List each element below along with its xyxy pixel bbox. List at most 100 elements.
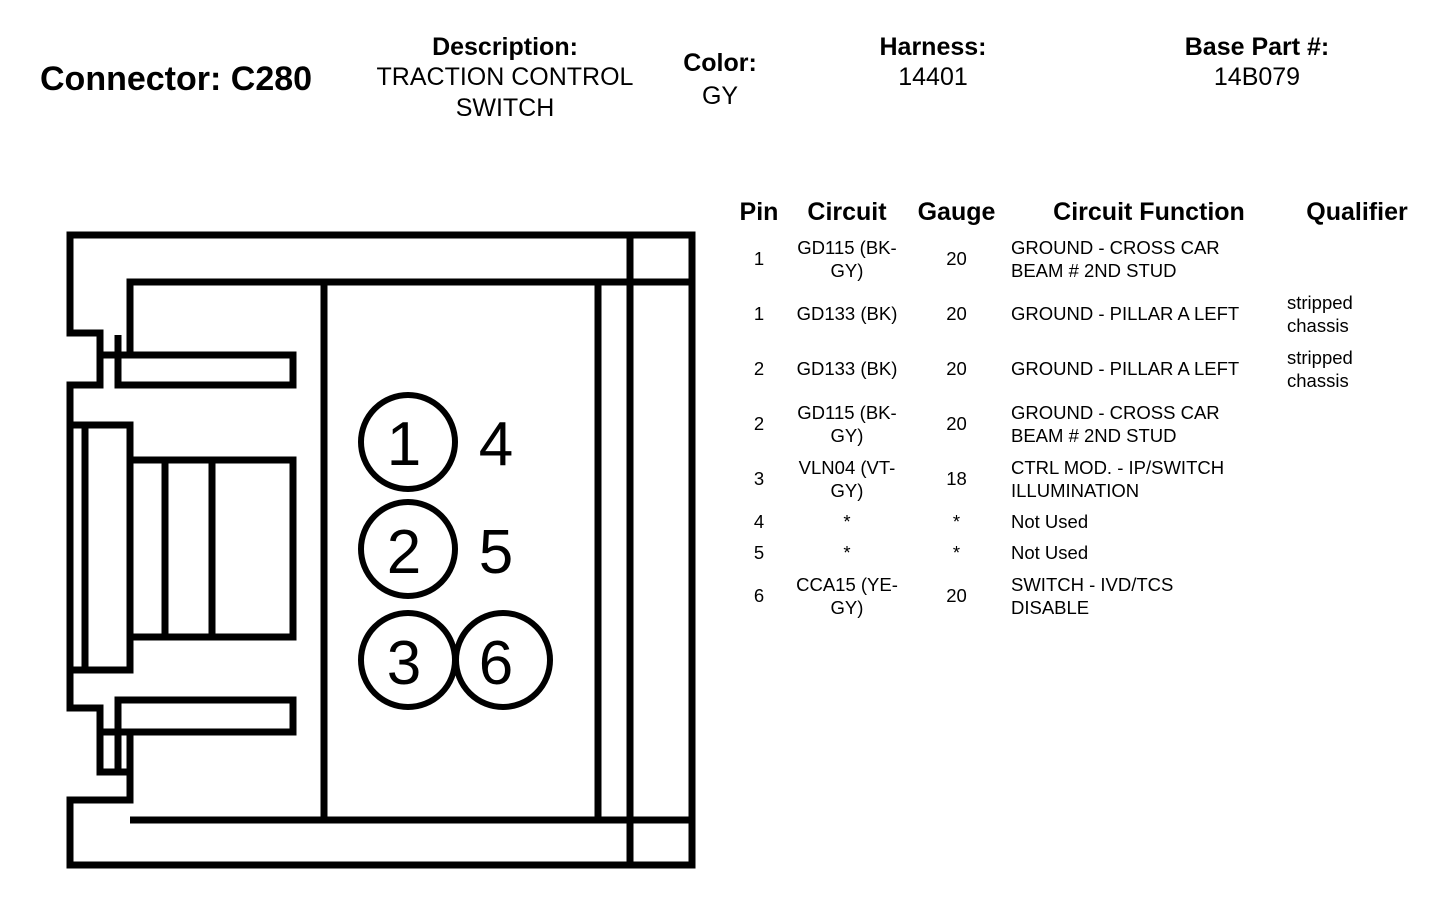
- side-lock-tab: [70, 421, 134, 674]
- table-header-row: Pin Circuit Gauge Circuit Function Quali…: [730, 198, 1427, 231]
- function-cell: Not Used: [1007, 506, 1287, 537]
- circuit-cell: *: [788, 537, 906, 568]
- pin-label-3: 3: [387, 629, 421, 698]
- header-pin: Pin: [739, 198, 779, 226]
- circuit-line1: *: [843, 542, 851, 563]
- qualifier-line1: stripped: [1287, 291, 1353, 313]
- base-part-value: 14B079: [1213, 63, 1301, 91]
- upper-latch: [100, 335, 297, 389]
- gauge-cell: *: [952, 511, 961, 532]
- function-line1: CTRL MOD. - IP/SWITCH: [1011, 456, 1225, 478]
- circuit-cell: GD115 (BK-GY): [788, 231, 906, 286]
- circuit-line1: GD115 (BK-: [797, 236, 897, 258]
- function-line1: Not Used: [1011, 542, 1089, 563]
- pin-label-4: 4: [479, 410, 513, 479]
- gauge-cell: *: [952, 542, 961, 563]
- base-part-label: Base Part #:: [1184, 33, 1330, 61]
- function-line1: GROUND - PILLAR A LEFT: [1011, 303, 1240, 324]
- lower-latch: [100, 696, 297, 770]
- pin-cell: 4: [753, 511, 765, 532]
- circuit-cell: GD133 (BK): [788, 341, 906, 396]
- qualifier-cell: [1287, 396, 1427, 451]
- color-block: Color: GY: [660, 48, 780, 112]
- circuit-cell: GD133 (BK): [788, 286, 906, 341]
- connector-top-rail: [126, 278, 692, 286]
- qualifier-cell: [1287, 506, 1427, 537]
- description-label: Description:: [432, 33, 578, 61]
- table-row: 4 * * Not Used: [730, 506, 1427, 537]
- function-line1: GROUND - CROSS CAR: [1011, 236, 1220, 258]
- header-circuit-function: Circuit Function: [1053, 198, 1245, 226]
- header-gauge: Gauge: [917, 198, 996, 226]
- qualifier-line1: stripped: [1287, 346, 1353, 368]
- circuit-line2: GY): [830, 424, 864, 446]
- pin-label-6: 6: [479, 629, 513, 698]
- qualifier-cell: [1287, 231, 1427, 286]
- gauge-cell: 20: [946, 413, 967, 434]
- table-row: 1 GD133 (BK) 20 GROUND - PILLAR A LEFT strip…: [730, 286, 1427, 341]
- function-line1: Not Used: [1011, 511, 1089, 532]
- pin-cell: 1: [753, 248, 765, 269]
- base-part-block: Base Part #: 14B079: [1157, 32, 1357, 93]
- description-block: Description: TRACTION CONTROL SWITCH: [355, 32, 655, 124]
- pinout-table: Pin Circuit Gauge Circuit Function Quali…: [730, 198, 1427, 623]
- circuit-cell: *: [788, 506, 906, 537]
- pin-label-5: 5: [479, 518, 513, 587]
- function-line1: GROUND - CROSS CAR: [1011, 401, 1220, 423]
- circuit-line2: GY): [830, 596, 864, 618]
- header-circuit: Circuit: [807, 198, 887, 226]
- gauge-cell: 20: [946, 585, 967, 606]
- gauge-cell: 20: [946, 248, 967, 269]
- function-cell: GROUND - PILLAR A LEFT: [1007, 341, 1287, 396]
- qualifier-line2: chassis: [1287, 314, 1349, 336]
- color-label: Color:: [683, 49, 757, 77]
- pin-cell: 6: [753, 585, 765, 606]
- circuit-cell: GD115 (BK-GY): [788, 396, 906, 451]
- pin-circle-1: [358, 392, 458, 492]
- pin-label-2: 2: [387, 518, 421, 587]
- gauge-cell: 20: [946, 303, 967, 324]
- qualifier-cell: [1287, 451, 1427, 506]
- qualifier-line2: chassis: [1287, 369, 1349, 391]
- connector-outer-body: [66, 231, 696, 869]
- gauge-cell: 18: [946, 468, 967, 489]
- connector-title: Connector: C280: [40, 60, 313, 98]
- circuit-line1: VLN04 (VT-: [798, 456, 896, 478]
- circuit-line1: GD133 (BK): [796, 358, 898, 379]
- pin-cell: 5: [753, 542, 765, 563]
- circuit-line2: GY): [830, 479, 864, 501]
- pin-circle-6: [453, 610, 553, 710]
- color-value: GY: [701, 82, 739, 110]
- harness-block: Harness: 14401: [833, 32, 1033, 93]
- function-cell: Not Used: [1007, 537, 1287, 568]
- circuit-line2: GY): [830, 259, 864, 281]
- circuit-cell: CCA15 (YE-GY): [788, 568, 906, 623]
- harness-value: 14401: [898, 63, 968, 91]
- gauge-cell: 20: [946, 358, 967, 379]
- function-line2: BEAM # 2ND STUD: [1011, 424, 1177, 446]
- harness-label: Harness:: [879, 33, 987, 61]
- function-line1: SWITCH - IVD/TCS: [1011, 573, 1174, 595]
- header-qualifier: Qualifier: [1306, 198, 1408, 226]
- circuit-line1: *: [843, 511, 851, 532]
- function-line1: GROUND - PILLAR A LEFT: [1011, 358, 1240, 379]
- qualifier-cell: [1287, 568, 1427, 623]
- function-cell: GROUND - PILLAR A LEFT: [1007, 286, 1287, 341]
- description-line1: TRACTION CONTROL: [376, 63, 634, 91]
- pin-cell: 1: [753, 303, 765, 324]
- qualifier-cell: [1287, 537, 1427, 568]
- function-line2: DISABLE: [1011, 596, 1090, 618]
- circuit-line1: GD115 (BK-: [797, 401, 897, 423]
- circuit-cell: VLN04 (VT-GY): [788, 451, 906, 506]
